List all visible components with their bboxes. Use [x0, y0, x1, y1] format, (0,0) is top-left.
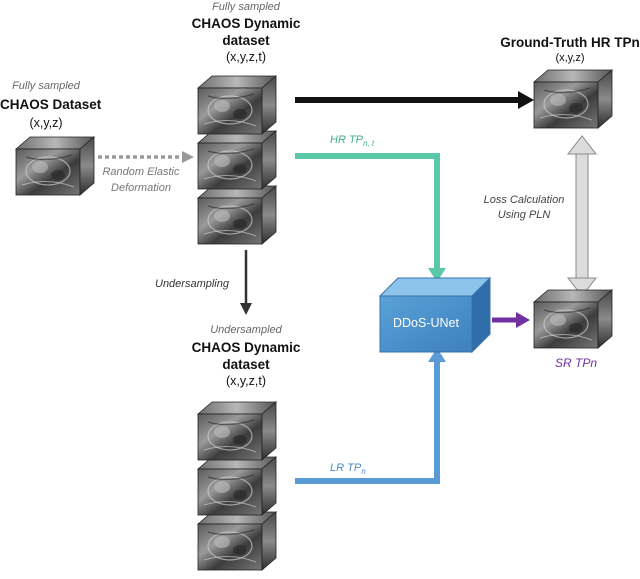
hr-tp-label: HR TPn, t: [330, 134, 375, 149]
sr-arrowhead: [516, 312, 530, 328]
ground-truth-title: Ground-Truth HR TPn: [500, 35, 640, 50]
hr-path: [295, 153, 440, 270]
undersampled-volume-3: [197, 511, 277, 571]
undersampled-volume-2: [197, 456, 277, 516]
undersampled-tag: Undersampled: [210, 324, 282, 336]
undersampled-volume-1: [197, 401, 277, 461]
dynamic-volume-top-2: [197, 130, 277, 190]
lr-path: [295, 358, 440, 484]
model-box-top: [378, 277, 492, 297]
left-dataset-coords: (x,y,z): [29, 116, 63, 130]
sr-tp-label: SR TPn: [554, 356, 597, 370]
deformation-label-line1: Random Elastic: [102, 166, 180, 178]
model-label: DDoS-UNet: [393, 316, 459, 330]
undersampling-label: Undersampling: [155, 278, 229, 290]
sr-output-volume: [533, 289, 613, 349]
undersampling-arrowhead: [240, 303, 252, 315]
dynamic-volume-top-1: [197, 75, 277, 135]
undersampled-title-line1: CHAOS Dynamic: [191, 340, 301, 355]
lr-tp-label: LR TPn: [330, 462, 366, 477]
deformation-arrowhead: [182, 151, 194, 163]
undersampled-title-line2: dataset: [222, 357, 270, 372]
hr-arrowhead: [428, 268, 446, 282]
ground-truth-volume: [533, 69, 613, 129]
ground-truth-coords: (x,y,z): [555, 52, 585, 64]
loss-arrowhead-up: [566, 135, 598, 155]
loss-arrowhead-down: [566, 277, 598, 297]
lr-arrowhead: [428, 348, 446, 362]
gt-arrowhead: [518, 91, 534, 109]
deformation-label-line2: Deformation: [111, 182, 171, 194]
dynamic-volume-top-3: [197, 185, 277, 245]
undersampled-coords: (x,y,z,t): [225, 374, 267, 388]
model-box-front: [379, 295, 473, 353]
left-dataset-title: CHAOS Dataset: [0, 97, 102, 112]
top-sampled-tag: Fully sampled: [212, 1, 280, 13]
loss-label-line2: Using PLN: [497, 209, 551, 221]
left-sampled-tag: Fully sampled: [12, 80, 80, 92]
top-dataset-title-line2: dataset: [222, 33, 270, 48]
top-dataset-coords: (x,y,z,t): [225, 50, 267, 64]
loss-arrow-shaft: [575, 151, 589, 281]
chaos-volume-left: [15, 136, 95, 196]
top-dataset-title-line1: CHAOS Dynamic: [191, 16, 301, 31]
loss-label-line1: Loss Calculation: [483, 194, 565, 206]
